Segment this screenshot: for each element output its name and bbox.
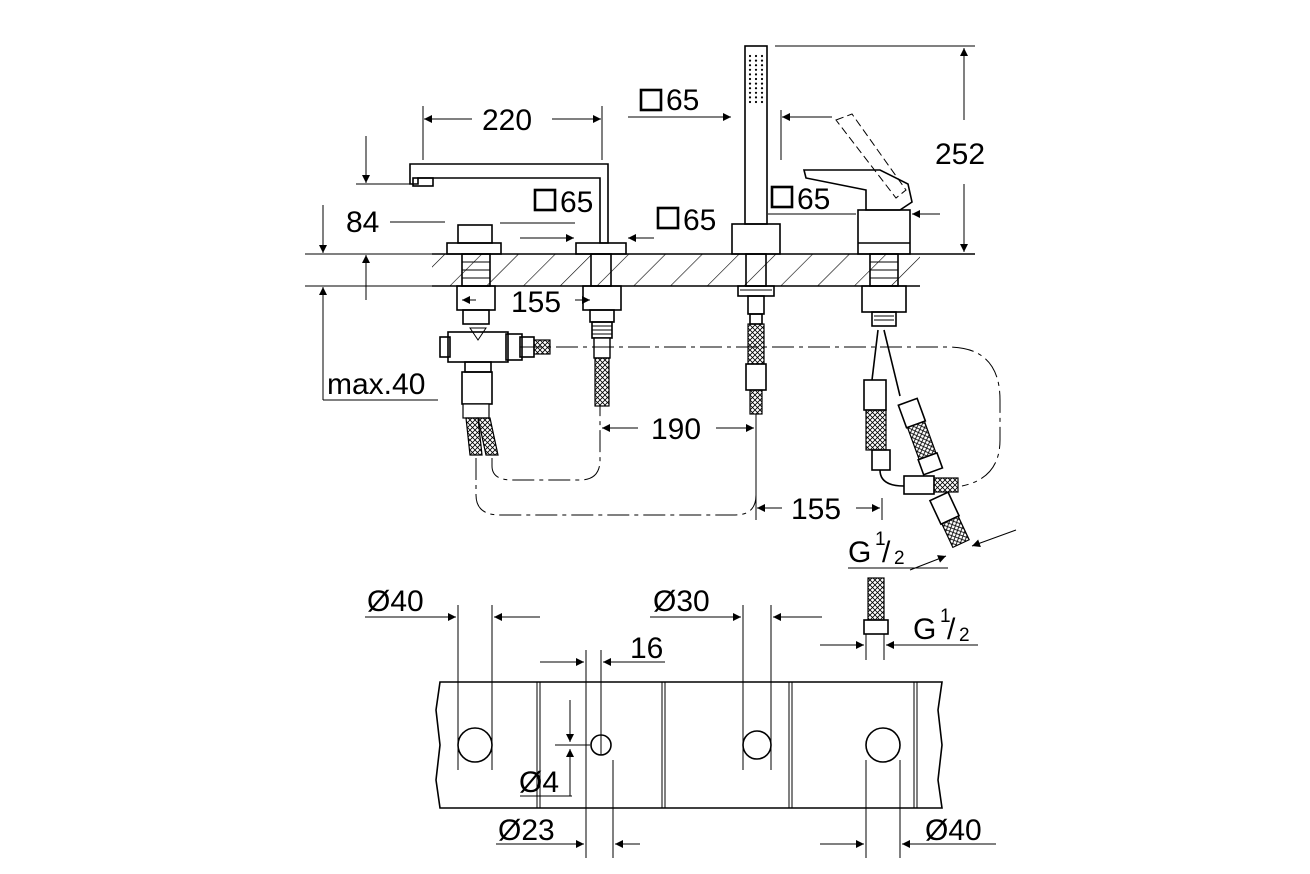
shower-nozzle [760, 82, 764, 85]
shower-nozzle [748, 96, 752, 99]
dim-84: 84 [346, 206, 379, 239]
hand-shower [731, 45, 781, 415]
dim-220: 220 [482, 104, 532, 137]
svg-text:2: 2 [959, 625, 970, 646]
shower-nozzle [754, 77, 758, 81]
dim-square-65-top: 65 [666, 84, 699, 117]
shower-nozzle [748, 54, 752, 58]
shower-nozzle [754, 96, 758, 99]
svg-text:/: / [947, 613, 956, 646]
shower-nozzle [760, 91, 764, 94]
shower-nozzle [760, 100, 764, 104]
shower-nozzle [748, 77, 752, 81]
shower-nozzle [754, 64, 758, 67]
square-symbols [533, 88, 794, 230]
dim-190: 190 [651, 413, 701, 446]
svg-text:1: 1 [940, 606, 951, 627]
shower-nozzle [748, 73, 752, 76]
shower-nozzle [748, 68, 752, 71]
dim-dia-40-right: Ø40 [925, 814, 982, 847]
dim-dia-23: Ø23 [498, 814, 555, 847]
cutout-dimensions [365, 605, 996, 858]
dim-155-right: 155 [791, 493, 841, 526]
dim-155-left: 155 [511, 286, 561, 319]
shower-nozzle [754, 68, 758, 71]
shower-nozzle [748, 59, 752, 62]
dim-dia-40-left: Ø40 [367, 585, 424, 618]
shower-nozzle [754, 91, 758, 94]
countertop-section [305, 253, 975, 287]
shower-nozzle [760, 59, 764, 62]
shower-nozzle [754, 82, 758, 85]
shower-nozzle [760, 73, 764, 76]
shower-nozzle [754, 100, 758, 104]
shower-nozzle [754, 87, 758, 90]
dim-square-65-spout: 65 [560, 186, 593, 219]
shower-nozzle [760, 64, 764, 67]
shower-nozzle [754, 54, 758, 58]
dim-252: 252 [935, 138, 985, 171]
shower-nozzle [760, 68, 764, 71]
thread-label-lower: G 1 / 2 [913, 606, 970, 646]
svg-text:G: G [913, 613, 936, 646]
shower-nozzle [760, 54, 764, 58]
dim-dia-4: Ø4 [519, 766, 559, 799]
dim-dia-30: Ø30 [653, 585, 710, 618]
svg-text:1: 1 [875, 529, 886, 550]
cutout-plan [435, 577, 943, 809]
shower-nozzle [760, 77, 764, 81]
dim-max-40: max.40 [327, 368, 425, 401]
dim-square-65-shower: 65 [683, 204, 716, 237]
single-lever-mixer [802, 113, 970, 549]
hose-routing [475, 346, 1001, 516]
shower-nozzle [754, 59, 758, 62]
shower-nozzle [748, 100, 752, 104]
bath-spout [409, 163, 627, 407]
shower-nozzle [748, 82, 752, 85]
dim-16: 16 [630, 632, 663, 665]
shower-nozzle [748, 64, 752, 67]
svg-text:G: G [848, 536, 871, 569]
svg-text:2: 2 [894, 548, 905, 569]
shower-nozzle [760, 87, 764, 90]
shower-nozzle [748, 87, 752, 90]
shower-nozzle [748, 91, 752, 94]
shower-nozzle [754, 73, 758, 76]
dim-square-65-mixer: 65 [797, 183, 830, 216]
dimension-lines [319, 45, 1017, 571]
thread-label-upper: G 1 / 2 [848, 529, 905, 569]
svg-text:/: / [882, 536, 891, 569]
shower-nozzle [760, 96, 764, 99]
